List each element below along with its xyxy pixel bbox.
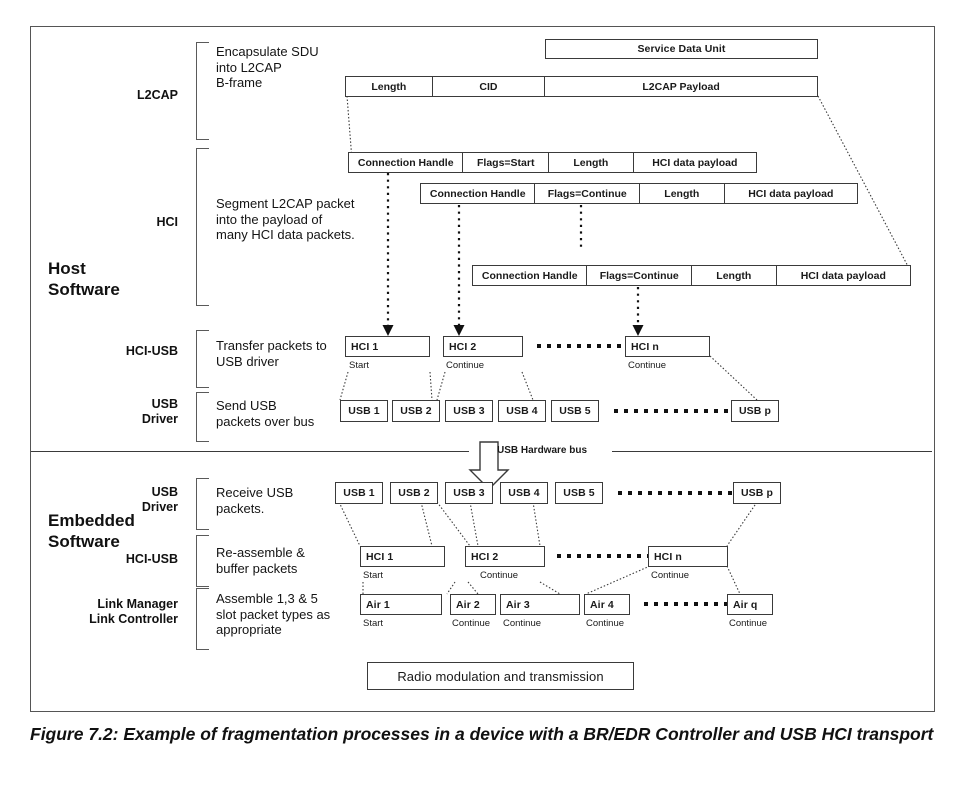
emb-hci-ellipsis xyxy=(557,554,651,558)
hci2-field-data-payload[interactable]: HCI data payload xyxy=(748,187,834,200)
emb-usb-box-p[interactable]: USB p xyxy=(733,482,781,504)
host-usb-box-p[interactable]: USB p xyxy=(731,400,779,422)
section-label-host: Host Software xyxy=(48,259,120,299)
hci1-field-data-payload[interactable]: HCI data payload xyxy=(652,156,738,169)
bracket-hci-usb-host xyxy=(196,330,209,388)
l2cap-field-length[interactable]: Length xyxy=(346,77,433,96)
bracket-l2cap xyxy=(196,42,209,140)
description-link: Assemble 1,3 & 5 slot packet types as ap… xyxy=(216,591,331,637)
hci1-field-length[interactable]: Length xyxy=(549,153,634,172)
air-box-q-sublabel: Continue xyxy=(729,618,768,629)
emb-usb-box-5[interactable]: USB 5 xyxy=(555,482,603,504)
emb-hci-box-n-sublabel: Continue xyxy=(651,570,690,581)
bracket-hci-usb-emb xyxy=(196,535,209,587)
bracket-hci xyxy=(196,148,209,306)
emb-hci-box-2[interactable]: HCI 2 xyxy=(465,546,545,567)
emb-hci-box-1-sublabel: Start xyxy=(363,570,384,581)
emb-hci-box-1[interactable]: HCI 1 xyxy=(360,546,445,567)
emb-usb-box-2[interactable]: USB 2 xyxy=(390,482,438,504)
bracket-usb-driver-host xyxy=(196,392,209,442)
hci3-field-flags[interactable]: Flags=Continue xyxy=(587,266,692,285)
air-box-2[interactable]: Air 2 xyxy=(450,594,496,615)
host-hci-box-1-sublabel: Start xyxy=(349,360,370,371)
hci-packet-row-3: Connection Handle Flags=Continue Length … xyxy=(472,265,911,286)
l2cap-bframe-row: Length CID L2CAP Payload xyxy=(345,76,818,97)
host-hci-box-2-sublabel: Continue xyxy=(446,360,485,371)
host-hci-box-n[interactable]: HCI n xyxy=(625,336,710,357)
layer-label-usb-driver-emb: USB Driver xyxy=(141,485,178,514)
emb-hci-box-2-sublabel: Continue xyxy=(480,570,519,581)
hci1-field-connection-handle[interactable]: Connection Handle xyxy=(349,153,464,172)
air-box-q[interactable]: Air q xyxy=(727,594,773,615)
host-hci-box-2[interactable]: HCI 2 xyxy=(443,336,523,357)
description-hci-usb-emb: Re-assemble & buffer packets xyxy=(216,545,305,576)
air-box-4[interactable]: Air 4 xyxy=(584,594,630,615)
host-usb-box-4[interactable]: USB 4 xyxy=(498,400,546,422)
figure-caption: Figure 7.2: Example of fragmentation pro… xyxy=(30,724,934,744)
hci-packet-row-2: Connection Handle Flags=Continue Length … xyxy=(420,183,858,204)
bus-rule-right xyxy=(612,451,932,452)
l2cap-field-payload[interactable]: L2CAP Payload xyxy=(642,80,720,93)
emb-usb-box-3[interactable]: USB 3 xyxy=(445,482,493,504)
host-usb-box-2[interactable]: USB 2 xyxy=(392,400,440,422)
air-box-1[interactable]: Air 1 xyxy=(360,594,442,615)
bracket-usb-driver-emb xyxy=(196,478,209,530)
layer-label-usb-driver-host: USB Driver xyxy=(141,397,178,426)
layer-label-link: Link Manager Link Controller xyxy=(89,597,178,626)
hci2-field-length[interactable]: Length xyxy=(640,184,725,203)
host-usb-box-1[interactable]: USB 1 xyxy=(340,400,388,422)
hci3-field-connection-handle[interactable]: Connection Handle xyxy=(473,266,588,285)
air-box-3-sublabel: Continue xyxy=(503,618,542,629)
description-usb-driver-host: Send USB packets over bus xyxy=(216,398,315,429)
hci3-field-length[interactable]: Length xyxy=(692,266,777,285)
emb-usb-box-1[interactable]: USB 1 xyxy=(335,482,383,504)
air-box-1-sublabel: Start xyxy=(363,618,384,629)
section-label-embedded: Embedded Software xyxy=(48,511,135,551)
host-hci-box-1[interactable]: HCI 1 xyxy=(345,336,430,357)
host-usb-ellipsis xyxy=(614,409,728,413)
bus-rule-left xyxy=(31,451,469,452)
layer-label-l2cap: L2CAP xyxy=(137,88,178,102)
description-l2cap: Encapsulate SDU into L2CAP B-frame xyxy=(216,44,319,90)
layer-label-hci: HCI xyxy=(156,215,178,229)
description-hci: Segment L2CAP packet into the payload of… xyxy=(216,196,355,242)
hci2-field-connection-handle[interactable]: Connection Handle xyxy=(421,184,536,203)
emb-usb-ellipsis xyxy=(618,491,732,495)
host-hci-ellipsis xyxy=(537,344,631,348)
hci2-field-flags[interactable]: Flags=Continue xyxy=(535,184,640,203)
hci-packet-row-1: Connection Handle Flags=Start Length HCI… xyxy=(348,152,757,173)
hci3-field-data-payload[interactable]: HCI data payload xyxy=(800,269,886,282)
bus-label: USB Hardware bus xyxy=(497,445,588,456)
l2cap-field-cid[interactable]: CID xyxy=(433,77,546,96)
emb-usb-box-4[interactable]: USB 4 xyxy=(500,482,548,504)
layer-label-hci-usb-host: HCI-USB xyxy=(125,344,178,358)
host-usb-box-5[interactable]: USB 5 xyxy=(551,400,599,422)
description-usb-driver-emb: Receive USB packets. xyxy=(216,485,294,516)
packet-service-data-unit[interactable]: Service Data Unit xyxy=(545,39,818,59)
description-hci-usb-host: Transfer packets to USB driver xyxy=(216,338,327,369)
host-hci-box-n-sublabel: Continue xyxy=(628,360,667,371)
air-box-4-sublabel: Continue xyxy=(586,618,625,629)
emb-hci-box-n[interactable]: HCI n xyxy=(648,546,728,567)
radio-modulation-box[interactable]: Radio modulation and transmission xyxy=(367,662,634,690)
bracket-link xyxy=(196,588,209,650)
hci1-field-flags[interactable]: Flags=Start xyxy=(463,153,550,172)
air-box-2-sublabel: Continue xyxy=(452,618,491,629)
air-box-3[interactable]: Air 3 xyxy=(500,594,580,615)
layer-label-hci-usb-emb: HCI-USB xyxy=(125,552,178,566)
host-usb-box-3[interactable]: USB 3 xyxy=(445,400,493,422)
air-ellipsis xyxy=(644,602,738,606)
